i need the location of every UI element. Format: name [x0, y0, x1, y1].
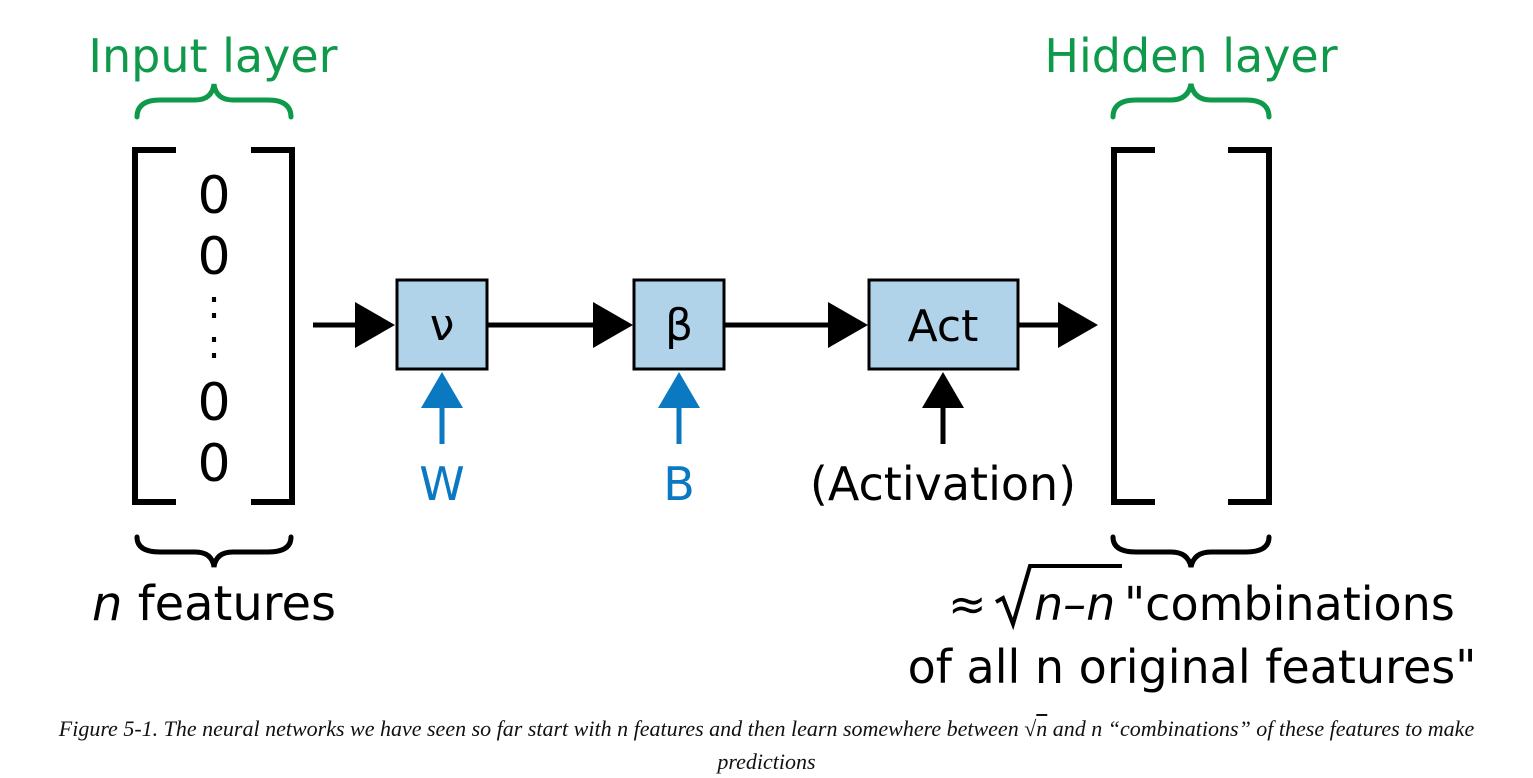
input-value: 0	[197, 434, 230, 494]
b-label: B	[663, 457, 695, 511]
combinations-line2: of all n original features"	[908, 640, 1477, 694]
hidden-left-bracket	[1111, 147, 1155, 505]
w-label: W	[419, 457, 464, 511]
n-features-label: n features	[92, 576, 336, 632]
activation-arrowhead	[922, 372, 964, 408]
caption-n: n	[617, 716, 629, 741]
activation-label: (Activation)	[810, 457, 1076, 511]
nu-box-label: ν	[430, 300, 455, 351]
w-arrowhead	[421, 372, 463, 408]
caption-sqrt-n: n	[1036, 716, 1048, 741]
n-italic: n	[92, 576, 122, 632]
caption-part: features and then learn somewhere betwee…	[628, 716, 1025, 741]
input-value: 0	[197, 166, 230, 226]
input-left-bracket	[132, 147, 176, 505]
arrowhead	[1058, 302, 1098, 348]
input-ellipsis: :	[207, 282, 220, 328]
input-value: 0	[197, 227, 230, 287]
hidden-brace-bottom	[1110, 534, 1272, 568]
input-ellipsis: :	[207, 322, 220, 368]
approx-symbol: ≈	[948, 577, 987, 631]
combinations-text: "combinations	[1124, 577, 1455, 631]
beta-box-label: β	[665, 300, 693, 351]
figure-caption: Figure 5-1. The neural networks we have …	[20, 712, 1513, 778]
b-arrowhead	[658, 372, 700, 408]
neural-network-diagram: Input layer 0 0 : : 0 0 n features ν β A…	[88, 29, 1477, 694]
hidden-brace-top	[1110, 83, 1272, 120]
input-brace-bottom	[134, 534, 294, 568]
caption-sqrt: √	[1024, 716, 1037, 741]
input-value: 0	[197, 373, 230, 433]
act-box-label: Act	[908, 301, 979, 352]
beta-box	[632, 278, 726, 371]
arrowhead	[828, 302, 868, 348]
hidden-layer-label: Hidden layer	[1044, 29, 1337, 83]
features-word: features	[138, 576, 336, 632]
sqrt-radicand: n–n	[1034, 577, 1115, 631]
arrowhead	[593, 302, 633, 348]
caption-n: n	[1091, 716, 1103, 741]
act-box	[867, 278, 1020, 371]
sqrt-sign	[995, 564, 1122, 631]
arrowhead	[355, 302, 395, 348]
caption-part: Figure 5-1. The neural networks we have …	[58, 716, 618, 741]
input-brace-top	[134, 83, 294, 120]
caption-part: and	[1047, 716, 1092, 741]
hidden-right-bracket	[1228, 147, 1272, 505]
caption-part: “combinations” of these features to make…	[717, 716, 1475, 774]
input-right-bracket	[251, 147, 295, 505]
input-layer-label: Input layer	[88, 29, 337, 83]
